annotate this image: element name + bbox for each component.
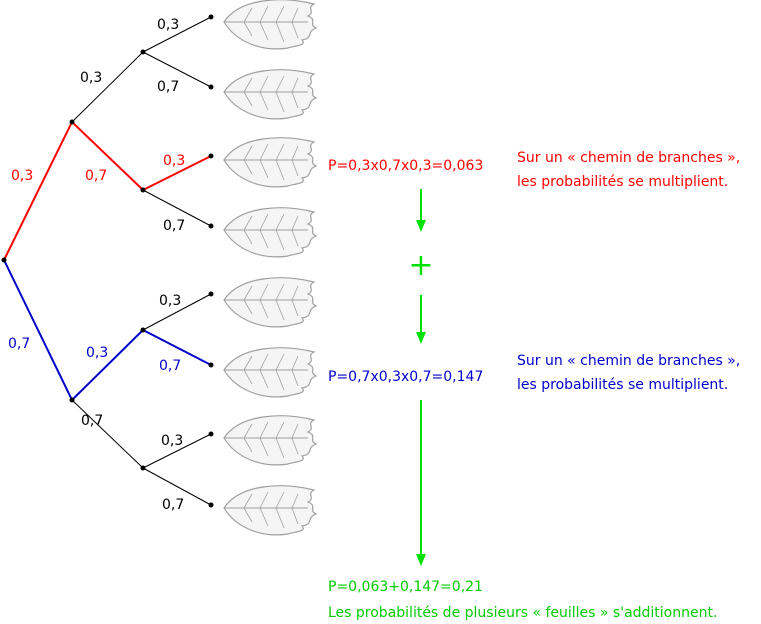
node-ba [140, 327, 146, 333]
edge-b-upper [71, 329, 144, 401]
leaves [223, 0, 317, 536]
label-ba-upper: 0,3 [159, 293, 181, 309]
edge-ba-lower [142, 329, 212, 366]
plus-sign: + [408, 248, 433, 283]
leaf-icon [223, 277, 317, 328]
label-bb-lower: 0,7 [162, 497, 184, 513]
edge-a-lower [71, 121, 144, 191]
node-end-5 [208, 291, 214, 297]
edge-b-lower [71, 399, 144, 469]
node-a [69, 119, 75, 125]
path2-formula: P=0,7x0,3x0,7=0,147 [328, 369, 483, 385]
label-b-upper: 0,3 [86, 345, 108, 361]
node-end-4 [208, 223, 214, 229]
edge-ab-lower [142, 189, 212, 227]
leaf-icon [223, 69, 317, 120]
leaf-icon [223, 485, 317, 536]
node-b [69, 397, 75, 403]
path2-note-line1: Sur un « chemin de branches », [517, 353, 740, 369]
label-a-lower: 0,7 [85, 168, 107, 184]
path1-note-line1: Sur un « chemin de branches », [517, 150, 740, 166]
arrow-down-icon [416, 554, 426, 566]
leaf-icon [223, 207, 317, 258]
label-b-lower: 0,7 [81, 413, 103, 429]
node-end-7 [208, 431, 214, 437]
label-ba-lower: 0,7 [159, 358, 181, 374]
node-end-3 [208, 153, 214, 159]
node-end-8 [208, 502, 214, 508]
label-root-upper: 0,3 [11, 168, 33, 184]
sum-arrows [416, 189, 426, 566]
path2-annotation: P=0,7x0,3x0,7=0,147 Sur un « chemin de b… [328, 353, 740, 393]
sum-note: Les probabilités de plusieurs « feuilles… [328, 605, 717, 621]
edge-aa-lower [142, 51, 212, 88]
leaf-icon [223, 0, 317, 50]
label-aa-lower: 0,7 [157, 79, 179, 95]
tree-nodes [1, 14, 214, 508]
edge-aa-upper [142, 16, 212, 53]
sum-formula: P=0,063+0,147=0,21 [328, 579, 483, 595]
node-root [1, 257, 7, 263]
edge-root-upper [3, 121, 73, 261]
path1-formula: P=0,3x0,7x0,3=0,063 [328, 158, 483, 174]
label-bb-upper: 0,3 [161, 433, 183, 449]
edge-a-upper [71, 51, 144, 123]
label-ab-upper: 0,3 [163, 153, 185, 169]
node-aa [140, 49, 146, 55]
node-bb [140, 465, 146, 471]
label-ab-lower: 0,7 [163, 218, 185, 234]
leaf-icon [223, 415, 317, 466]
edge-ba-upper [142, 293, 212, 331]
leaf-icon [223, 137, 317, 188]
label-a-upper: 0,3 [80, 70, 102, 86]
sum-annotation: P=0,063+0,147=0,21 Les probabilités de p… [328, 579, 717, 621]
arrow-down-icon [416, 332, 426, 344]
path1-note-line2: les probabilités se multiplient. [517, 174, 728, 190]
path2-note-line2: les probabilités se multiplient. [517, 377, 728, 393]
node-end-2 [208, 84, 214, 90]
edge-ab-upper [142, 155, 212, 191]
node-end-1 [208, 14, 214, 20]
edge-bb-upper [142, 433, 212, 469]
label-aa-upper: 0,3 [157, 17, 179, 33]
leaf-icon [223, 347, 317, 398]
edge-bb-lower [142, 467, 212, 506]
node-end-6 [208, 362, 214, 368]
label-root-lower: 0,7 [8, 336, 30, 352]
branch-labels: 0,3 0,7 0,3 0,7 0,3 0,7 0,3 0,7 0,3 0,7 … [8, 17, 185, 513]
tree-edges [3, 16, 212, 506]
node-ab [140, 187, 146, 193]
path1-annotation: P=0,3x0,7x0,3=0,063 Sur un « chemin de b… [328, 150, 740, 190]
edge-root-lower [3, 259, 73, 401]
arrow-down-icon [416, 220, 426, 232]
